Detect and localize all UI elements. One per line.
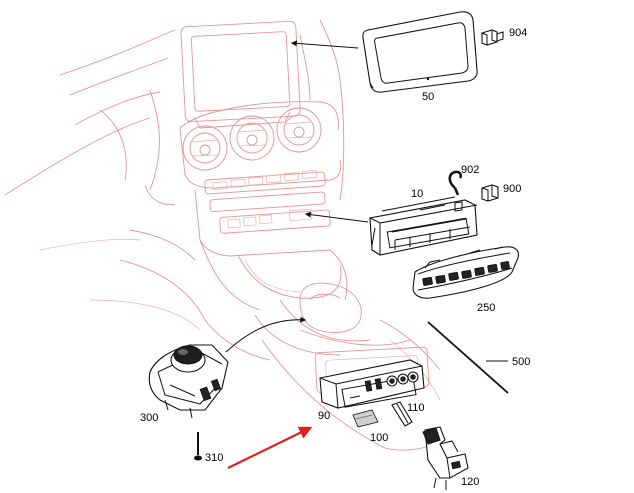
label-500: 500	[512, 356, 530, 368]
part-904-connector	[481, 29, 504, 46]
part-10-control-unit	[369, 196, 478, 256]
arrow-display-to-dash	[290, 40, 359, 49]
part-100-card	[352, 409, 379, 428]
air-vent-right	[276, 107, 322, 153]
label-250: 250	[477, 302, 495, 314]
label-10: 10	[411, 188, 423, 200]
dash-button-strip	[204, 170, 331, 234]
label-902: 902	[461, 164, 479, 176]
label-50: 50	[422, 91, 434, 103]
air-vent-center	[229, 115, 275, 161]
label-904: 904	[509, 27, 527, 39]
label-300: 300	[140, 412, 158, 424]
part-110-trim-strip	[391, 401, 413, 427]
arrow-shifter-to-console	[225, 316, 307, 353]
label-90: 90	[318, 410, 330, 422]
arrow-control-unit-to-dash	[304, 211, 369, 223]
label-100: 100	[370, 432, 388, 444]
label-310: 310	[205, 452, 223, 464]
label-110: 110	[407, 402, 425, 414]
callout-labels: 904 50 902 900 10 250 500 300 310 90 110…	[140, 27, 530, 488]
air-vent-left	[182, 125, 228, 171]
part-900-connector	[481, 184, 499, 202]
part-500-rod	[427, 321, 509, 394]
part-902-cable-end	[453, 187, 460, 196]
part-90-switch-panel	[319, 359, 425, 409]
console-shifter	[254, 282, 371, 356]
part-50-display	[362, 11, 478, 93]
part-902-cable	[448, 170, 463, 189]
part-120-bracket	[422, 426, 469, 490]
label-120: 120	[461, 476, 479, 488]
highlight-arrow	[227, 426, 313, 469]
dashboard-background	[4, 19, 441, 451]
part-250-climate-panel	[412, 246, 519, 299]
label-900: 900	[503, 183, 521, 195]
part-300-shifter-module	[148, 344, 229, 419]
part-310-screw	[194, 432, 202, 461]
